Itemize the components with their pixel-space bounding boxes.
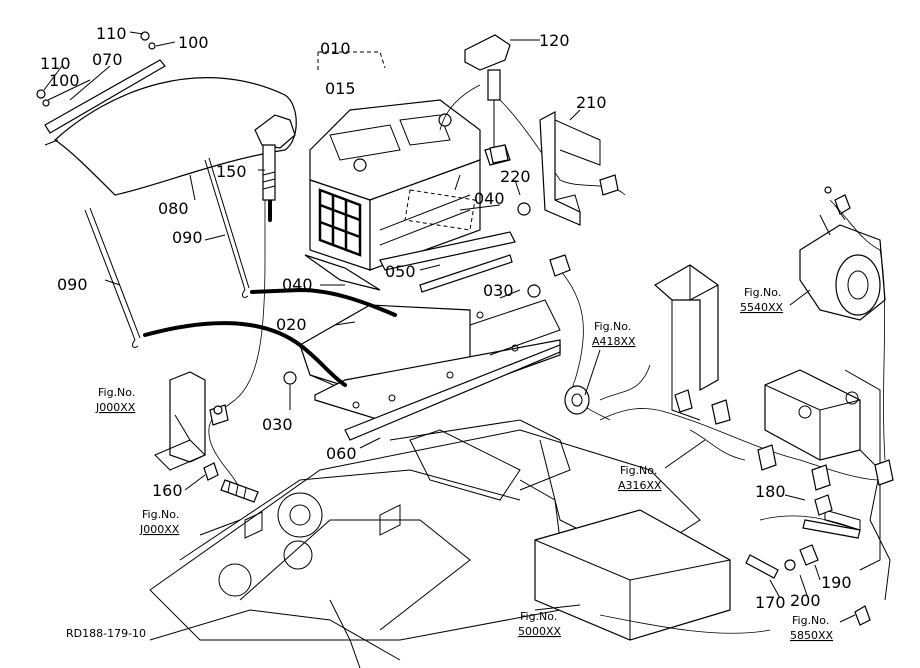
label-015: 015	[325, 79, 356, 98]
fig-label: Fig.No.	[520, 610, 557, 623]
left-bracket	[154, 371, 206, 471]
part-labels: 110 100 110 070 100 010 015 120 150 210 …	[40, 24, 852, 612]
drawing-code: RD188-179-10	[66, 627, 146, 640]
label-040: 040	[474, 189, 505, 208]
battery-cover	[44, 59, 297, 196]
label-150: 150	[216, 162, 247, 181]
label-110: 110	[40, 54, 71, 73]
label-170: 170	[755, 593, 786, 612]
fig-ref-j000-top: J000XX	[95, 401, 136, 414]
bracket-210	[539, 111, 601, 226]
fig-ref-5850: 5850XX	[790, 629, 834, 642]
label-060: 060	[326, 444, 357, 463]
strips	[304, 189, 516, 293]
fig-ref-j000-bottom: J000XX	[139, 523, 180, 536]
label-090: 090	[172, 228, 203, 247]
label-070: 070	[92, 50, 123, 69]
fig-label: Fig.No.	[792, 614, 829, 627]
nuts	[36, 31, 156, 107]
label-010: 010	[320, 39, 351, 58]
label-110: 110	[96, 24, 127, 43]
battery-tray	[299, 299, 561, 441]
fig-ref-5000: 5000XX	[518, 625, 562, 638]
label-040: 040	[282, 275, 313, 294]
label-210: 210	[576, 93, 607, 112]
hold-down-rods	[84, 157, 250, 348]
bolt-160	[203, 462, 259, 503]
label-190: 190	[821, 573, 852, 592]
label-100: 100	[49, 71, 80, 90]
wiring	[208, 84, 886, 634]
right-bracket-structure	[653, 264, 891, 601]
fig-label: Fig.No.	[142, 508, 179, 521]
bolts-right	[213, 202, 871, 626]
housing-box	[534, 509, 731, 641]
label-120: 120	[539, 31, 570, 50]
fig-ref-a418: A418XX	[592, 335, 636, 348]
battery	[309, 99, 481, 271]
label-080: 080	[158, 199, 189, 218]
fig-label: Fig.No.	[744, 286, 781, 299]
battery-grid	[318, 188, 362, 257]
label-020: 020	[276, 315, 307, 334]
fig-label: Fig.No.	[620, 464, 657, 477]
figure-references: Fig.No. 5540XX Fig.No. A418XX Fig.No. A3…	[95, 286, 834, 642]
fig-label: Fig.No.	[594, 320, 631, 333]
fig-ref-a316: A316XX	[618, 479, 662, 492]
terminal-150	[254, 114, 296, 201]
label-160: 160	[152, 481, 183, 500]
fig-label: Fig.No.	[98, 386, 135, 399]
label-180: 180	[755, 482, 786, 501]
leader-lines	[43, 31, 856, 623]
label-050: 050	[385, 262, 416, 281]
fig-ref-5540: 5540XX	[740, 301, 784, 314]
clamps-connectors	[209, 144, 894, 491]
label-100: 100	[178, 33, 209, 52]
label-030: 030	[483, 281, 514, 300]
starter-motor	[799, 186, 886, 321]
label-220: 220	[500, 167, 531, 186]
label-030: 030	[262, 415, 293, 434]
label-090: 090	[57, 275, 88, 294]
label-200: 200	[790, 591, 821, 610]
